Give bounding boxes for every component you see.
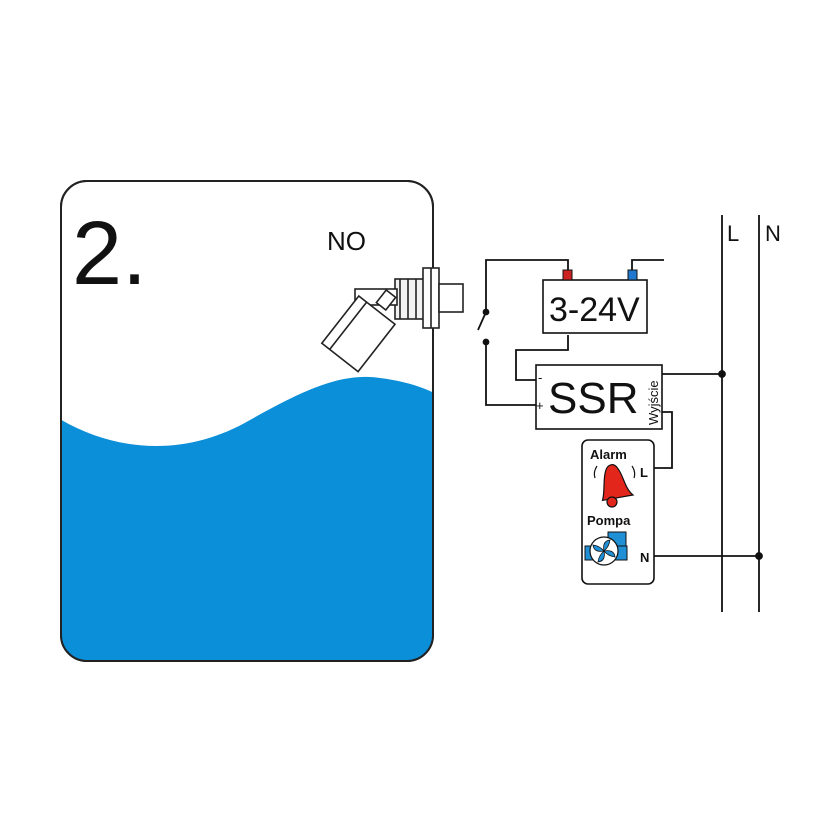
ssr-plus-label: +: [536, 398, 544, 413]
pump-label: Pompa: [587, 513, 631, 528]
device-l-terminal: L: [640, 465, 648, 480]
power-supply: 3-24V: [542, 269, 648, 334]
battery-plus-terminal: [562, 269, 573, 281]
ssr-minus-label: -: [538, 370, 542, 385]
load-device: Alarm Pompa L N: [581, 439, 655, 585]
ssr-relay: SSR - + Wyjście: [535, 364, 663, 430]
water-fill: [61, 377, 433, 661]
ssr-output-label: Wyjście: [646, 380, 661, 425]
device-n-terminal: N: [640, 550, 649, 565]
step-number: 2.: [72, 204, 147, 304]
pump-icon: [584, 531, 628, 566]
ssr-label: SSR: [548, 374, 638, 423]
battery-minus-terminal: [627, 269, 638, 281]
alarm-label: Alarm: [590, 447, 627, 462]
contact-type-label: NO: [327, 226, 366, 256]
float-switch-icon: [320, 267, 464, 373]
battery-icon: [542, 279, 648, 334]
voltage-label: 3-24V: [549, 291, 640, 329]
tank: 2. NO: [60, 180, 434, 662]
wires: [477, 215, 763, 612]
neutral-rail-label: N: [765, 221, 781, 246]
bell-icon: [593, 464, 636, 508]
line-rail-label: L: [727, 221, 739, 246]
